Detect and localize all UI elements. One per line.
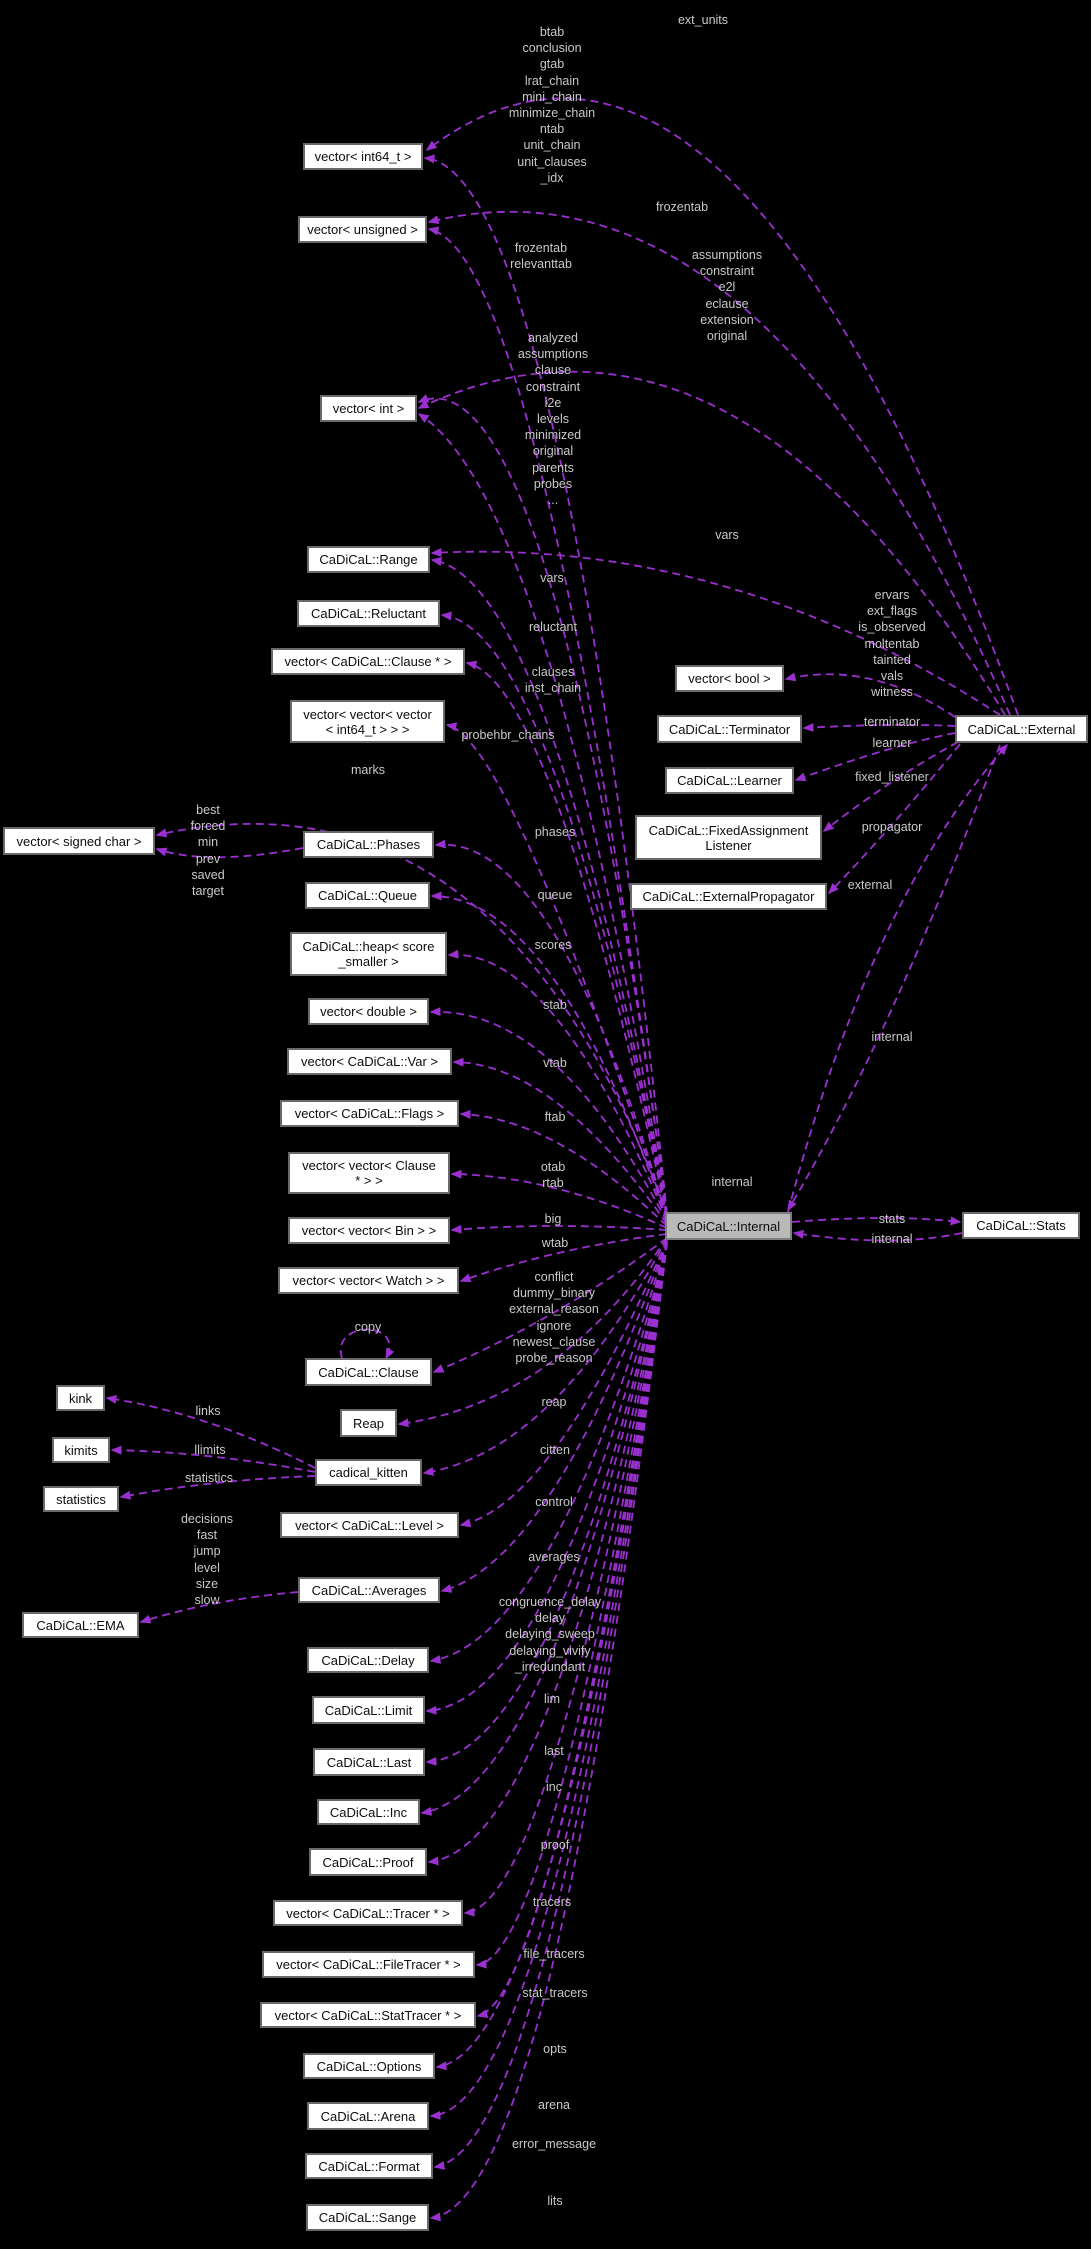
edge-internal-to-v_unsigned [427, 226, 668, 1215]
class-node-averages[interactable]: CaDiCaL::Averages [298, 1577, 440, 1603]
edge-external-to-v_unsigned [427, 210, 1011, 716]
class-node-v_clause_ptr[interactable]: vector< CaDiCaL::Clause * > [271, 648, 465, 675]
class-node-v_var[interactable]: vector< CaDiCaL::Var > [287, 1048, 452, 1075]
edge-external-to-learner [794, 732, 956, 781]
class-node-inc[interactable]: CaDiCaL::Inc [317, 1799, 420, 1825]
edge-internal-to-v_flags [459, 1109, 668, 1227]
class-node-statistics[interactable]: statistics [43, 1486, 119, 1512]
edge-kitten-to-statistics [119, 1475, 316, 1500]
edge-internal-to-v_vwatch [459, 1233, 668, 1283]
class-node-v_vwatch[interactable]: vector< vector< Watch > > [278, 1267, 459, 1294]
class-node-proof[interactable]: CaDiCaL::Proof [309, 1848, 427, 1876]
class-node-v_int64[interactable]: vector< int64_t > [303, 143, 423, 170]
class-node-ema[interactable]: CaDiCaL::EMA [22, 1612, 139, 1638]
class-node-fixedlistener[interactable]: CaDiCaL::FixedAssignment Listener [635, 815, 822, 860]
edge-internal-to-limit [425, 1241, 668, 1715]
class-node-v_double[interactable]: vector< double > [308, 998, 429, 1025]
edge-internal-to-v_vvv64 [445, 722, 668, 1219]
edge-internal-to-delay [429, 1239, 668, 1664]
class-node-stats[interactable]: CaDiCaL::Stats [962, 1212, 1080, 1239]
edge-internal-to-v_var [452, 1057, 668, 1225]
class-node-v_unsigned[interactable]: vector< unsigned > [298, 216, 427, 243]
edge-clause-self-copy [339, 1328, 395, 1360]
edge-internal-to-external [787, 743, 1008, 1213]
edge-internal-to-kitten [422, 1237, 668, 1476]
class-node-internal: CaDiCaL::Internal [665, 1212, 792, 1240]
edge-external-to-v_int64 [425, 97, 1019, 716]
edge-internal-to-options [435, 1241, 668, 2071]
edge-internal-to-v_signed_char [155, 822, 668, 1215]
edge-stats-to-internal [792, 1229, 963, 1242]
edge-kitten-to-kimits [110, 1445, 316, 1473]
class-node-arena[interactable]: CaDiCaL::Arena [307, 2102, 429, 2130]
edge-internal-to-reluctant [440, 611, 668, 1217]
class-node-v_stattracer[interactable]: vector< CaDiCaL::StatTracer * > [260, 2002, 476, 2028]
class-node-v_vvv64[interactable]: vector< vector< vector < int64_t > > > [290, 700, 445, 743]
edge-internal-to-stats [791, 1216, 962, 1226]
class-node-v_vclause[interactable]: vector< vector< Clause * > > [288, 1152, 450, 1194]
class-node-extpropagator[interactable]: CaDiCaL::ExternalPropagator [630, 883, 827, 910]
edge-internal-to-v_vbin [450, 1224, 668, 1234]
class-node-v_filetracer[interactable]: vector< CaDiCaL::FileTracer * > [262, 1951, 475, 1978]
class-node-kitten[interactable]: cadical_kitten [315, 1459, 422, 1486]
edge-external-to-internal [787, 744, 1001, 1212]
edge-internal-to-v_int-upper [417, 394, 668, 1215]
class-node-range[interactable]: CaDiCaL::Range [307, 546, 430, 573]
class-node-v_int[interactable]: vector< int > [320, 395, 417, 422]
edge-internal-to-range [430, 556, 668, 1217]
edge-external-to-v_int [417, 370, 1006, 716]
class-node-format[interactable]: CaDiCaL::Format [305, 2153, 433, 2179]
class-node-external[interactable]: CaDiCaL::External [955, 715, 1088, 743]
edge-internal-to-sange [429, 1241, 668, 2222]
edge-external-to-v_bool [784, 672, 956, 718]
class-node-v_tracer[interactable]: vector< CaDiCaL::Tracer * > [273, 1900, 463, 1926]
class-node-kink[interactable]: kink [56, 1385, 105, 1411]
edge-averages-to-ema [139, 1591, 299, 1624]
class-node-v_level[interactable]: vector< CaDiCaL::Level > [280, 1512, 459, 1538]
class-node-v_vbin[interactable]: vector< vector< Bin > > [288, 1217, 450, 1244]
class-node-reap[interactable]: Reap [340, 1409, 397, 1437]
edge-internal-to-heap [447, 949, 668, 1221]
edge-kitten-to-kink [105, 1394, 316, 1469]
edge-internal-to-v_filetracer [475, 1241, 668, 1969]
class-node-v_signed_char[interactable]: vector< signed char > [3, 827, 155, 855]
edge-internal-to-arena [429, 1241, 668, 2120]
class-node-last[interactable]: CaDiCaL::Last [313, 1748, 425, 1776]
class-node-terminator[interactable]: CaDiCaL::Terminator [657, 715, 802, 743]
class-node-phases[interactable]: CaDiCaL::Phases [303, 831, 434, 858]
edge-internal-to-v_vclause [450, 1169, 668, 1229]
class-node-options[interactable]: CaDiCaL::Options [303, 2053, 435, 2079]
class-node-v_bool[interactable]: vector< bool > [675, 665, 784, 692]
class-node-kimits[interactable]: kimits [52, 1437, 110, 1463]
edge-internal-to-proof [427, 1241, 668, 1866]
edge-internal-to-format [433, 1241, 668, 2170]
edge-phases-to-v_signed_char [155, 847, 304, 859]
edge-internal-to-clause [432, 1237, 668, 1373]
edge-external-to-terminator [802, 722, 956, 732]
edge-internal-to-v_level [459, 1239, 668, 1528]
class-node-delay[interactable]: CaDiCaL::Delay [307, 1647, 429, 1673]
class-node-queue[interactable]: CaDiCaL::Queue [305, 882, 430, 909]
class-node-reluctant[interactable]: CaDiCaL::Reluctant [297, 600, 440, 627]
edge-internal-to-v_tracer [463, 1241, 668, 1917]
edge-external-to-fixedlistener [822, 741, 959, 832]
class-node-limit[interactable]: CaDiCaL::Limit [312, 1696, 425, 1724]
edge-internal-to-v_double [429, 1007, 668, 1223]
edge-external-to-extpropagator [827, 743, 961, 895]
edge-internal-to-v_clause_ptr [465, 660, 668, 1219]
class-node-sange[interactable]: CaDiCaL::Sange [306, 2204, 429, 2231]
edge-internal-to-queue [430, 891, 668, 1221]
class-node-v_flags[interactable]: vector< CaDiCaL::Flags > [280, 1100, 459, 1127]
edge-internal-to-v_int-lower [417, 413, 668, 1217]
edge-internal-to-inc [420, 1241, 668, 1816]
class-node-learner[interactable]: CaDiCaL::Learner [665, 767, 794, 794]
edge-internal-to-reap [397, 1237, 668, 1428]
edge-internal-to-v_int64 [423, 154, 668, 1215]
class-node-heap[interactable]: CaDiCaL::heap< score _smaller > [290, 932, 447, 976]
class-node-clause[interactable]: CaDiCaL::Clause [305, 1358, 432, 1386]
edge-internal-to-averages [440, 1239, 668, 1593]
edge-internal-to-last [425, 1241, 668, 1766]
